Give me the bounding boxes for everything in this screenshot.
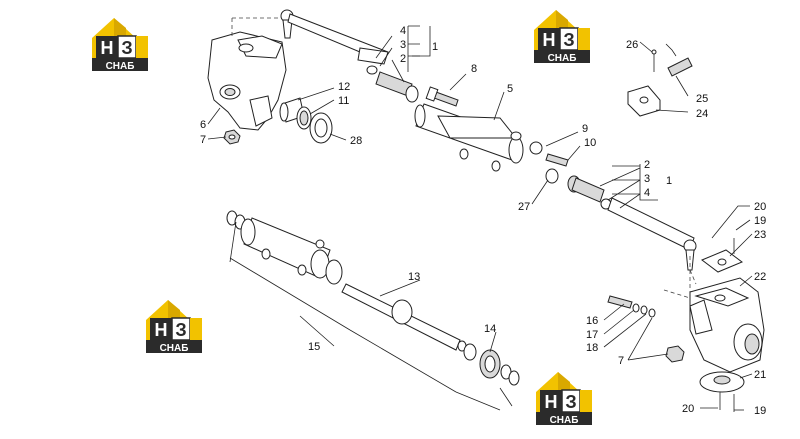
plate-21 <box>699 371 745 412</box>
washers-17-18 <box>632 303 656 318</box>
nut-7-right <box>665 345 685 363</box>
tie-rod-lower <box>567 175 697 271</box>
callout-7: 7 <box>200 134 206 146</box>
piston-14 <box>463 343 520 386</box>
callout-26: 26 <box>626 39 638 51</box>
callout-19-bottom: 19 <box>754 405 766 417</box>
callout-20: 20 <box>754 201 766 213</box>
logo-digit: З <box>563 30 574 50</box>
logo-caption: СНАБ <box>160 343 189 354</box>
sensor-bracket-24 <box>627 85 661 117</box>
callout-16: 16 <box>586 315 598 327</box>
callout-7-right: 7 <box>618 355 624 367</box>
watermark-logo-top-center: Н З СНАБ <box>533 9 591 64</box>
callout-4-lower: 4 <box>644 187 650 199</box>
callout-23: 23 <box>754 229 766 241</box>
callout-28: 28 <box>350 135 362 147</box>
logo-letter: Н <box>545 392 558 412</box>
callout-3-lower: 3 <box>644 173 650 185</box>
cap-23 <box>701 238 743 273</box>
callout-24: 24 <box>696 108 708 120</box>
piston-rod-13 <box>341 283 467 352</box>
callout-25: 25 <box>696 93 708 105</box>
nut-7-left <box>223 129 241 145</box>
washer-9 <box>529 141 543 155</box>
callout-12: 12 <box>338 81 350 93</box>
callout-4: 4 <box>400 25 406 37</box>
logo-digit: З <box>175 320 186 340</box>
logo-caption: СНАБ <box>548 53 577 64</box>
tie-rod-upper <box>280 9 419 103</box>
washer-27 <box>545 168 559 184</box>
logo-digit: З <box>565 392 576 412</box>
callout-2: 2 <box>400 53 406 65</box>
callout-5: 5 <box>507 83 513 95</box>
callout-1-lower: 1 <box>666 175 672 187</box>
callout-21: 21 <box>754 369 766 381</box>
bolt-8 <box>425 86 459 107</box>
callout-15: 15 <box>308 341 320 353</box>
callout-3: 3 <box>400 39 406 51</box>
watermark-logo-bottom-center: Н З СНАБ <box>535 371 593 426</box>
callout-20-bottom: 20 <box>682 403 694 415</box>
callout-9: 9 <box>582 123 588 135</box>
callout-8: 8 <box>471 63 477 75</box>
callout-11: 11 <box>338 95 349 107</box>
logo-caption: СНАБ <box>550 415 579 426</box>
callout-13: 13 <box>408 271 420 283</box>
bolt-26 <box>651 49 657 72</box>
watermark-logo-bottom-left: Н З СНАБ <box>145 299 203 354</box>
callout-19: 19 <box>754 215 766 227</box>
left-steering-knuckle <box>207 17 290 131</box>
callout-2-lower: 2 <box>644 159 650 171</box>
callout-10: 10 <box>584 137 596 149</box>
callout-14: 14 <box>484 323 496 335</box>
callout-17: 17 <box>586 329 598 341</box>
callout-18: 18 <box>586 342 598 354</box>
steering-cylinder-5 <box>414 103 524 172</box>
cylinder-barrel-15 <box>226 210 343 285</box>
logo-digit: З <box>121 38 132 58</box>
logo-letter: Н <box>101 38 114 58</box>
bearing-11 <box>296 106 312 130</box>
sensor-25 <box>665 43 693 77</box>
seal-28 <box>309 112 333 144</box>
right-steering-knuckle-22 <box>689 277 765 373</box>
callout-27: 27 <box>518 201 530 213</box>
bolt-10 <box>545 153 569 167</box>
logo-letter: Н <box>543 30 556 50</box>
watermark-logo-top-left: Н З СНАБ <box>91 17 149 72</box>
logo-letter: Н <box>155 320 168 340</box>
logo-caption: СНАБ <box>106 61 135 72</box>
callout-22: 22 <box>754 271 766 283</box>
bolt-16 <box>607 295 633 309</box>
callout-6: 6 <box>200 119 206 131</box>
callout-1: 1 <box>432 41 438 53</box>
